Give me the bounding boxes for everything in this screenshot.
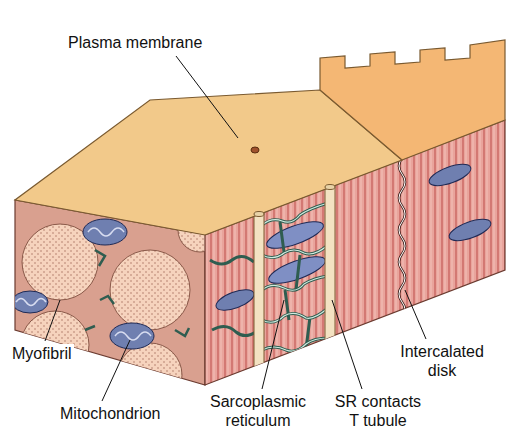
part-label: Mitochondrion bbox=[58, 404, 163, 423]
leader-lines bbox=[45, 56, 426, 401]
part-label: SR contacts T tubule bbox=[326, 392, 430, 430]
plasma-membrane-surface bbox=[15, 40, 505, 235]
part-label: Plasma membrane bbox=[66, 33, 204, 52]
part-label: Intercalated disk bbox=[388, 342, 496, 380]
part-label: Myofibril bbox=[10, 344, 74, 363]
part-label: Sarcoplasmic reticulum bbox=[198, 392, 318, 430]
